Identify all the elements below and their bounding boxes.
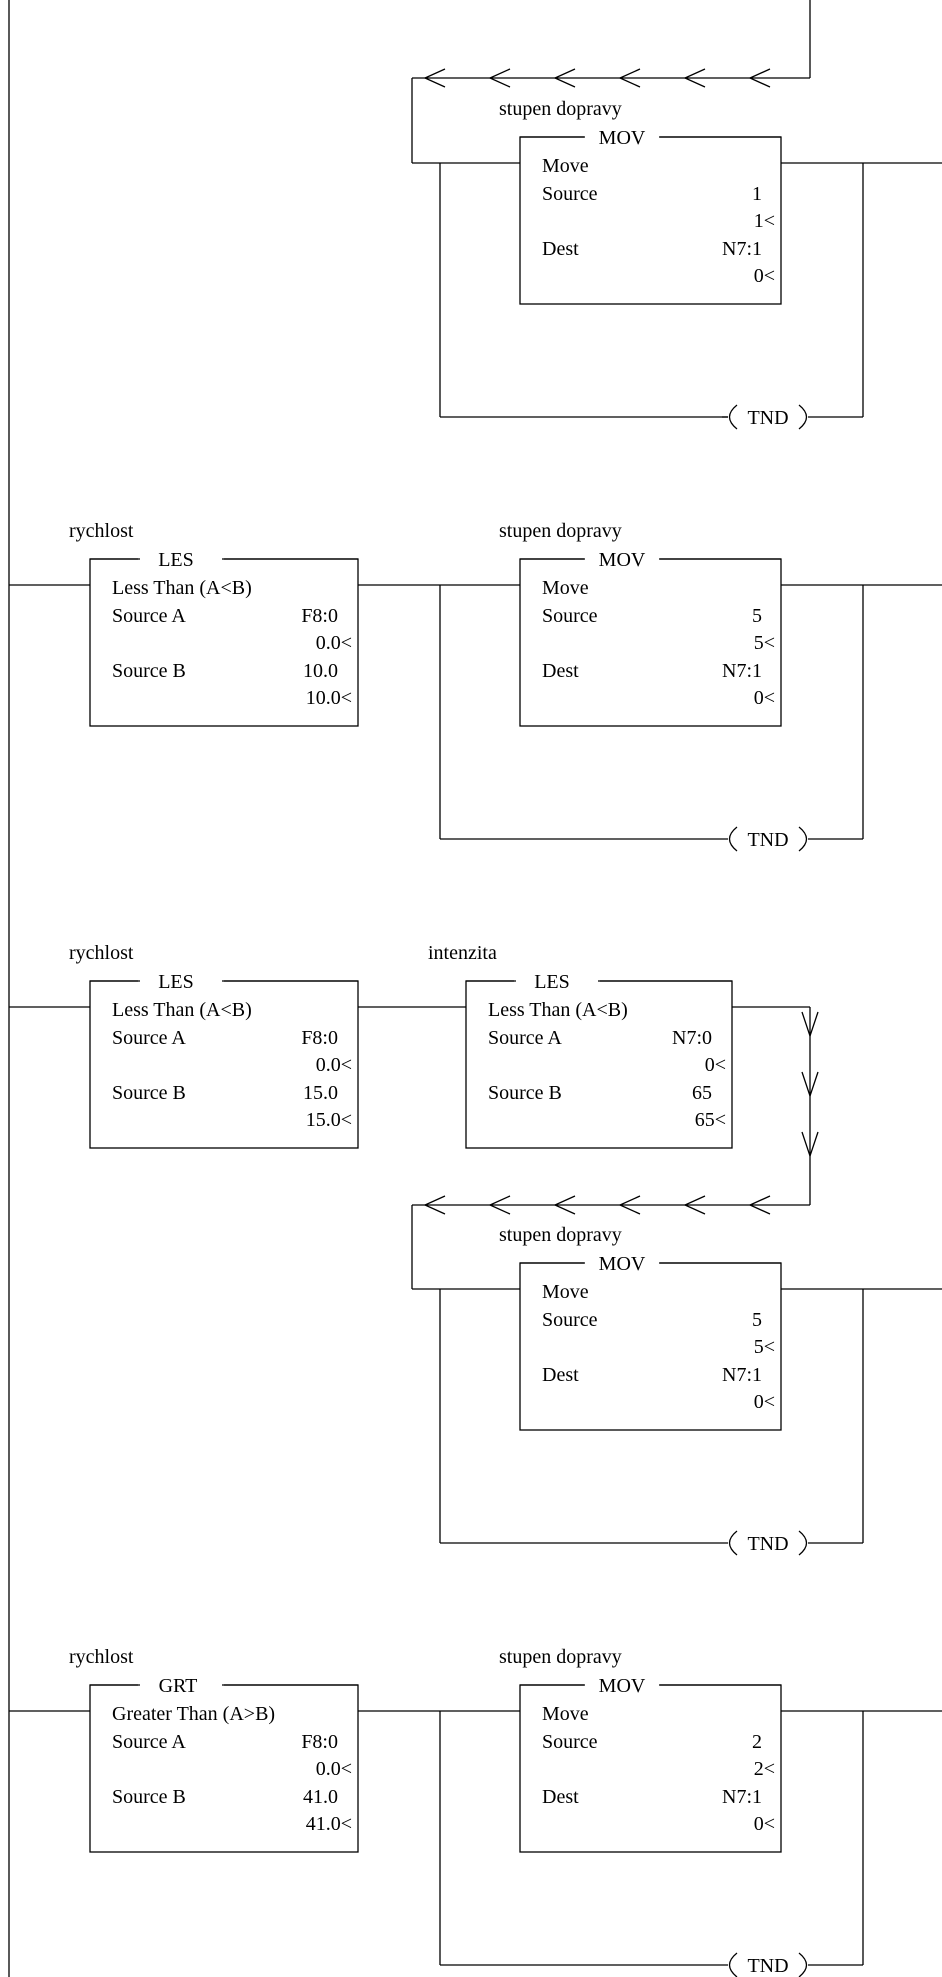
- tnd-label: TND: [747, 1955, 788, 1977]
- row-label: Dest: [542, 238, 579, 260]
- row-value: F8:0: [301, 1027, 338, 1049]
- tnd-label: TND: [747, 1533, 788, 1555]
- mov-instruction[interactable]: stupen dopravy MOV Move Source 2 2< Dest…: [499, 1646, 782, 1853]
- instruction-mnemonic: MOV: [599, 127, 646, 149]
- row-live-value: 1<: [754, 210, 775, 232]
- tnd-coil[interactable]: TND: [728, 1952, 808, 1977]
- row-value: 2: [752, 1731, 762, 1753]
- row-label: Source A: [112, 1731, 186, 1753]
- row-live-value: 15.0<: [306, 1109, 352, 1131]
- mov-instruction[interactable]: stupen dopravy MOV Move Source 1 1< Dest…: [499, 98, 782, 305]
- rung-1: rychlost LES Less Than (A<B) Source A F8…: [9, 520, 942, 852]
- row-label: Source A: [112, 1027, 186, 1049]
- instruction-tag: rychlost: [69, 1646, 134, 1668]
- tnd-coil[interactable]: TND: [728, 1530, 808, 1556]
- row-live-value: 0<: [754, 687, 775, 709]
- row-label: Source B: [112, 1786, 186, 1808]
- instruction-mnemonic: GRT: [159, 1675, 198, 1697]
- instruction-tag: rychlost: [69, 520, 134, 542]
- row-label: Dest: [542, 1786, 579, 1808]
- row-live-value: 0.0<: [316, 632, 352, 654]
- tnd-coil[interactable]: TND: [722, 404, 808, 430]
- row-live-value: 5<: [754, 632, 775, 654]
- row-live-value: 65<: [695, 1109, 726, 1131]
- tnd-coil[interactable]: TND: [728, 826, 808, 852]
- row-value: N7:1: [722, 238, 762, 260]
- row-live-value: 2<: [754, 1758, 775, 1780]
- row-live-value: 5<: [754, 1336, 775, 1358]
- flow-arrow-icon: [423, 1195, 771, 1215]
- les-instruction[interactable]: intenzita LES Less Than (A<B) Source A N…: [428, 942, 733, 1149]
- instruction-description: Move: [542, 1703, 589, 1725]
- instruction-mnemonic: MOV: [599, 1675, 646, 1697]
- row-value: 41.0: [303, 1786, 338, 1808]
- flow-arrow-icon: [423, 68, 771, 88]
- row-value: 10.0: [303, 660, 338, 682]
- row-label: Source A: [112, 605, 186, 627]
- rung-3: rychlost GRT Greater Than (A>B) Source A…: [9, 1646, 942, 1977]
- row-live-value: 0.0<: [316, 1054, 352, 1076]
- row-value: F8:0: [301, 605, 338, 627]
- instruction-tag: rychlost: [69, 942, 134, 964]
- row-live-value: 0.0<: [316, 1758, 352, 1780]
- instruction-tag: stupen dopravy: [499, 1646, 622, 1668]
- instruction-tag: stupen dopravy: [499, 98, 622, 120]
- row-label: Source B: [488, 1082, 562, 1104]
- row-live-value: 0<: [754, 265, 775, 287]
- mov-instruction[interactable]: stupen dopravy MOV Move Source 5 5< Dest…: [499, 1224, 782, 1431]
- les-instruction[interactable]: rychlost LES Less Than (A<B) Source A F8…: [69, 942, 359, 1149]
- tnd-label: TND: [747, 407, 788, 429]
- instruction-tag: stupen dopravy: [499, 1224, 622, 1246]
- row-value: N7:0: [672, 1027, 712, 1049]
- instruction-description: Less Than (A<B): [488, 999, 628, 1021]
- flow-arrow-icon: [801, 1011, 819, 1159]
- instruction-description: Greater Than (A>B): [112, 1703, 275, 1725]
- row-live-value: 10.0<: [306, 687, 352, 709]
- instruction-description: Move: [542, 155, 589, 177]
- row-value: 5: [752, 1309, 762, 1331]
- instruction-mnemonic: LES: [534, 971, 570, 993]
- row-live-value: 0<: [754, 1391, 775, 1413]
- row-value: N7:1: [722, 1364, 762, 1386]
- row-value: N7:1: [722, 660, 762, 682]
- row-label: Source B: [112, 1082, 186, 1104]
- tnd-label: TND: [747, 829, 788, 851]
- row-label: Source A: [488, 1027, 562, 1049]
- row-label: Dest: [542, 660, 579, 682]
- instruction-description: Move: [542, 577, 589, 599]
- row-value: 1: [752, 183, 762, 205]
- row-live-value: 0<: [705, 1054, 726, 1076]
- grt-instruction[interactable]: rychlost GRT Greater Than (A>B) Source A…: [69, 1646, 359, 1853]
- row-value: F8:0: [301, 1731, 338, 1753]
- row-value: 5: [752, 605, 762, 627]
- instruction-tag: stupen dopravy: [499, 520, 622, 542]
- instruction-tag: intenzita: [428, 942, 497, 964]
- instruction-description: Less Than (A<B): [112, 577, 252, 599]
- instruction-mnemonic: LES: [158, 549, 194, 571]
- row-live-value: 41.0<: [306, 1813, 352, 1835]
- row-label: Source: [542, 1309, 598, 1331]
- row-value: 15.0: [303, 1082, 338, 1104]
- rung-2: rychlost LES Less Than (A<B) Source A F8…: [9, 942, 942, 1556]
- instruction-mnemonic: LES: [158, 971, 194, 993]
- row-label: Source: [542, 1731, 598, 1753]
- instruction-mnemonic: MOV: [599, 549, 646, 571]
- row-label: Source: [542, 605, 598, 627]
- row-label: Source B: [112, 660, 186, 682]
- les-instruction[interactable]: rychlost LES Less Than (A<B) Source A F8…: [69, 520, 359, 727]
- rung-0: stupen dopravy MOV Move Source 1 1< Dest…: [411, 0, 942, 430]
- mov-instruction[interactable]: stupen dopravy MOV Move Source 5 5< Dest…: [499, 520, 782, 727]
- row-value: 65: [692, 1082, 712, 1104]
- row-label: Dest: [542, 1364, 579, 1386]
- row-label: Source: [542, 183, 598, 205]
- row-live-value: 0<: [754, 1813, 775, 1835]
- instruction-description: Less Than (A<B): [112, 999, 252, 1021]
- instruction-description: Move: [542, 1281, 589, 1303]
- row-value: N7:1: [722, 1786, 762, 1808]
- instruction-mnemonic: MOV: [599, 1253, 646, 1275]
